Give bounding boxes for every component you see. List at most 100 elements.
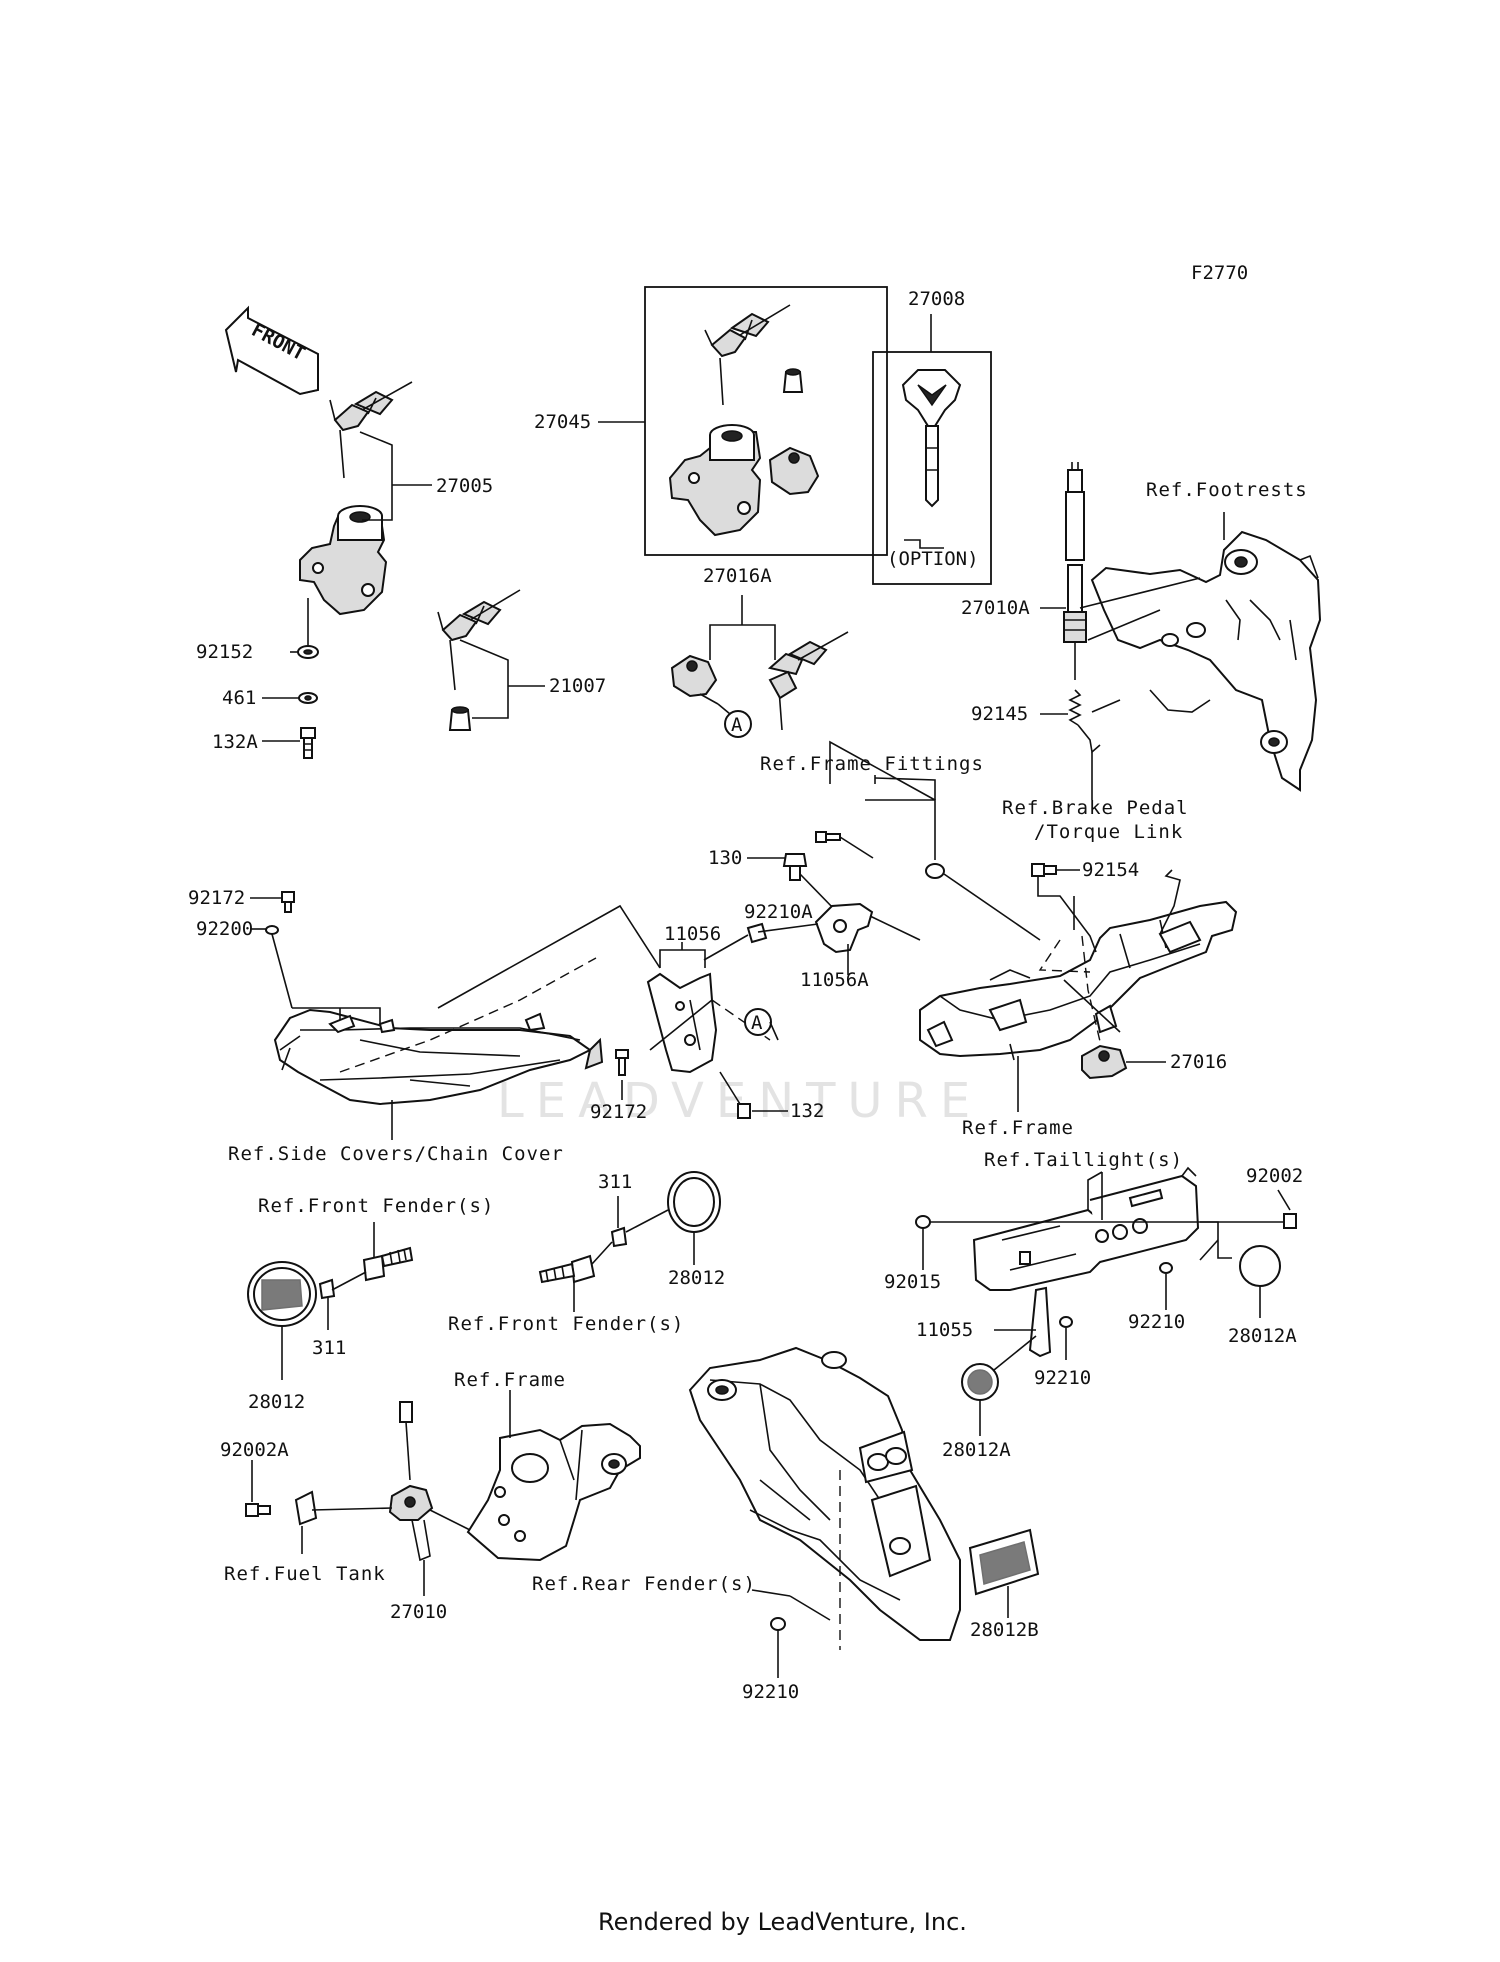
reference-label-r_taillights: Ref.Taillight(s) bbox=[984, 1149, 1183, 1171]
part-number-p11056A: 11056A bbox=[800, 969, 869, 991]
part-number-p27008: 27008 bbox=[908, 288, 965, 310]
brake-switch-27010 bbox=[388, 1401, 434, 1562]
spacer-frame-fittings bbox=[925, 863, 945, 879]
diagram-code: F2770 bbox=[1191, 262, 1248, 284]
nut-311-center bbox=[610, 1226, 628, 1248]
reference-label-r_frame_a: Ref.Frame bbox=[962, 1117, 1074, 1139]
part-number-p28012b: 28012 bbox=[248, 1391, 305, 1413]
nut-92210-lower bbox=[1059, 1316, 1073, 1328]
nut-92015 bbox=[915, 1215, 931, 1229]
bolt-92002 bbox=[1283, 1213, 1297, 1229]
part-number-p28012a: 28012 bbox=[668, 1267, 725, 1289]
part-number-p11056: 11056 bbox=[664, 923, 721, 945]
bolt-92002A bbox=[245, 1503, 271, 1517]
reference-label-r_front_fender_b: Ref.Front Fender(s) bbox=[448, 1313, 684, 1335]
part-number-p132A: 132A bbox=[212, 731, 258, 753]
callout-a-label-top: A bbox=[731, 714, 743, 736]
bracket-11056 bbox=[646, 972, 718, 1074]
nut-92210-fender bbox=[770, 1617, 786, 1631]
side-cover bbox=[273, 1008, 604, 1106]
reference-label-r_frame_b: Ref.Frame bbox=[454, 1369, 566, 1391]
part-number-p21007: 21007 bbox=[549, 675, 606, 697]
part-number-p28012B: 28012B bbox=[970, 1619, 1039, 1641]
part-number-p311a: 311 bbox=[598, 1171, 632, 1193]
bracket-11056A bbox=[814, 902, 874, 954]
nut-311-left bbox=[318, 1278, 336, 1300]
reference-label-r_front_fender_a: Ref.Front Fender(s) bbox=[258, 1195, 494, 1217]
license-bracket-11055 bbox=[972, 1166, 1200, 1358]
part-number-p28012Ab: 28012A bbox=[942, 1439, 1011, 1461]
part-number-p92002: 92002 bbox=[1246, 1165, 1303, 1187]
part-number-p92210a: 92210 bbox=[1128, 1311, 1185, 1333]
part-number-p27016: 27016 bbox=[1170, 1051, 1227, 1073]
part-number-p92172b: 92172 bbox=[590, 1101, 647, 1123]
footer-credit: Rendered by LeadVenture, Inc. bbox=[598, 1908, 967, 1936]
spacer-92210A bbox=[746, 922, 768, 944]
bolt-92154 bbox=[1031, 863, 1057, 877]
screw-92172-upper bbox=[281, 891, 295, 913]
part-number-p311b: 311 bbox=[312, 1337, 346, 1359]
part-number-p92152: 92152 bbox=[196, 641, 253, 663]
part-number-p92015: 92015 bbox=[884, 1271, 941, 1293]
callout-a-top: A bbox=[724, 710, 752, 738]
bolt-132 bbox=[737, 1103, 751, 1119]
option-label: (OPTION) bbox=[887, 548, 979, 570]
bolt-132A bbox=[300, 727, 316, 759]
part-number-labels: 27008270452700592152461132A2100727016A27… bbox=[188, 288, 1303, 1703]
washer-92200 bbox=[265, 925, 279, 935]
footrest-bracket bbox=[1090, 530, 1322, 792]
frame-lower-mount bbox=[466, 1422, 641, 1562]
reference-label-r_side_covers: Ref.Side Covers/Chain Cover bbox=[228, 1143, 564, 1165]
screw-92172-lower bbox=[615, 1049, 629, 1076]
part-number-p92145: 92145 bbox=[971, 703, 1028, 725]
stud-front-fender-left bbox=[362, 1246, 414, 1282]
part-number-p92210c: 92210 bbox=[742, 1681, 799, 1703]
option-box-27008 bbox=[872, 351, 992, 585]
rear-fender bbox=[688, 1346, 961, 1641]
part-number-p27010: 27010 bbox=[390, 1601, 447, 1623]
part-number-p27016A: 27016A bbox=[703, 565, 772, 587]
spring-92145 bbox=[1068, 689, 1101, 754]
ignition-key-kit-27045 bbox=[668, 304, 820, 537]
seat-lock-27016A bbox=[670, 631, 849, 731]
part-number-p132: 132 bbox=[790, 1100, 824, 1122]
part-number-p27005: 27005 bbox=[436, 475, 493, 497]
bolt-130 bbox=[782, 853, 808, 881]
part-number-p92210b: 92210 bbox=[1034, 1367, 1091, 1389]
part-number-p92210A: 92210A bbox=[744, 901, 813, 923]
front-direction-arrow: FRONT bbox=[224, 305, 319, 396]
reflector-28012-left bbox=[247, 1261, 317, 1327]
reflector-28012A-lower bbox=[961, 1363, 999, 1401]
part-number-p92154: 92154 bbox=[1082, 859, 1139, 881]
reference-label-r_fuel_tank: Ref.Fuel Tank bbox=[224, 1563, 386, 1585]
washer-92152 bbox=[297, 598, 319, 659]
watermark: LEADVENTURE bbox=[497, 1073, 982, 1129]
part-number-p92172a: 92172 bbox=[188, 887, 245, 909]
reflector-28012B bbox=[968, 1528, 1040, 1596]
nut-461 bbox=[298, 692, 318, 704]
stud-front-fender-center bbox=[538, 1254, 596, 1284]
part-number-p28012Aa: 28012A bbox=[1228, 1325, 1297, 1347]
part-number-p11055: 11055 bbox=[916, 1319, 973, 1341]
reference-label-r_footrests: Ref.Footrests bbox=[1146, 479, 1308, 501]
reference-label-r_brake_pedal_2: /Torque Link bbox=[1034, 821, 1183, 843]
part-number-p461: 461 bbox=[222, 687, 256, 709]
part-number-p130: 130 bbox=[708, 847, 742, 869]
reference-label-r_brake_pedal_1: Ref.Brake Pedal bbox=[1002, 797, 1189, 819]
bolt-frame-fittings bbox=[815, 831, 841, 843]
part-number-p27010A: 27010A bbox=[961, 597, 1030, 619]
key-set-21007 bbox=[437, 589, 521, 731]
part-number-p92200: 92200 bbox=[196, 918, 253, 940]
brake-light-switch-27010A bbox=[1063, 462, 1087, 680]
reflector-28012A-right bbox=[1239, 1245, 1281, 1287]
clamp-fuel-tank bbox=[294, 1490, 318, 1526]
kit-box-27045 bbox=[644, 286, 888, 556]
part-number-p27045: 27045 bbox=[534, 411, 591, 433]
nut-92210-right bbox=[1159, 1262, 1173, 1274]
reference-label-r_rear_fender: Ref.Rear Fender(s) bbox=[532, 1573, 756, 1595]
reference-label-r_frame_fittings: Ref.Frame Fittings bbox=[760, 753, 984, 775]
option-key-27008 bbox=[901, 369, 962, 549]
callout-a-label-bottom: A bbox=[751, 1012, 763, 1034]
